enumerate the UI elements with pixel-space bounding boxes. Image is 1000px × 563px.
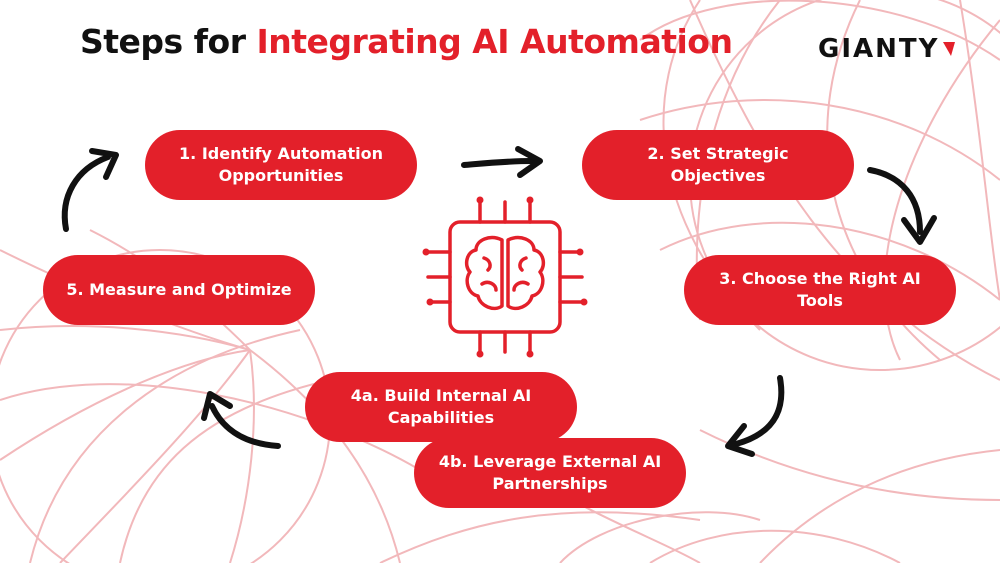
step-3-choose-tools: 3. Choose the Right AI Tools [684, 255, 956, 325]
step-4a-label: 4a. Build Internal AI Capabilities [350, 386, 532, 427]
arrow-step5-to-step1 [61, 148, 119, 232]
ai-chip-brain-icon [422, 196, 588, 358]
step-5-label: 5. Measure and Optimize [66, 280, 292, 299]
step-4a-internal: 4a. Build Internal AI Capabilities [305, 372, 577, 442]
logo-red-check-icon [943, 42, 956, 56]
step-2-label: 2. Set Strategic Objectives [647, 144, 789, 185]
arrow-step1-to-step2 [461, 146, 543, 178]
logo-text: GIANTY [818, 34, 940, 64]
step-4b-external: 4b. Leverage External AI Partnerships [414, 438, 686, 508]
arrow-step4-to-step5 [201, 391, 281, 449]
step-1-label: 1. Identify Automation Opportunities [179, 144, 383, 185]
title-prefix: Steps for [80, 22, 246, 61]
gianty-logo: GIANTY [818, 34, 957, 64]
page-title: Steps for Integrating AI Automation [80, 22, 733, 61]
step-2-objectives: 2. Set Strategic Objectives [582, 130, 854, 200]
arrow-step2-to-step3 [867, 167, 937, 245]
step-3-label: 3. Choose the Right AI Tools [719, 269, 921, 310]
arrow-step3-to-step4 [725, 375, 785, 457]
step-1-identify: 1. Identify Automation Opportunities [145, 130, 417, 200]
title-highlight: Integrating AI Automation [256, 22, 733, 61]
step-5-measure: 5. Measure and Optimize [43, 255, 315, 325]
step-4b-label: 4b. Leverage External AI Partnerships [438, 452, 662, 493]
